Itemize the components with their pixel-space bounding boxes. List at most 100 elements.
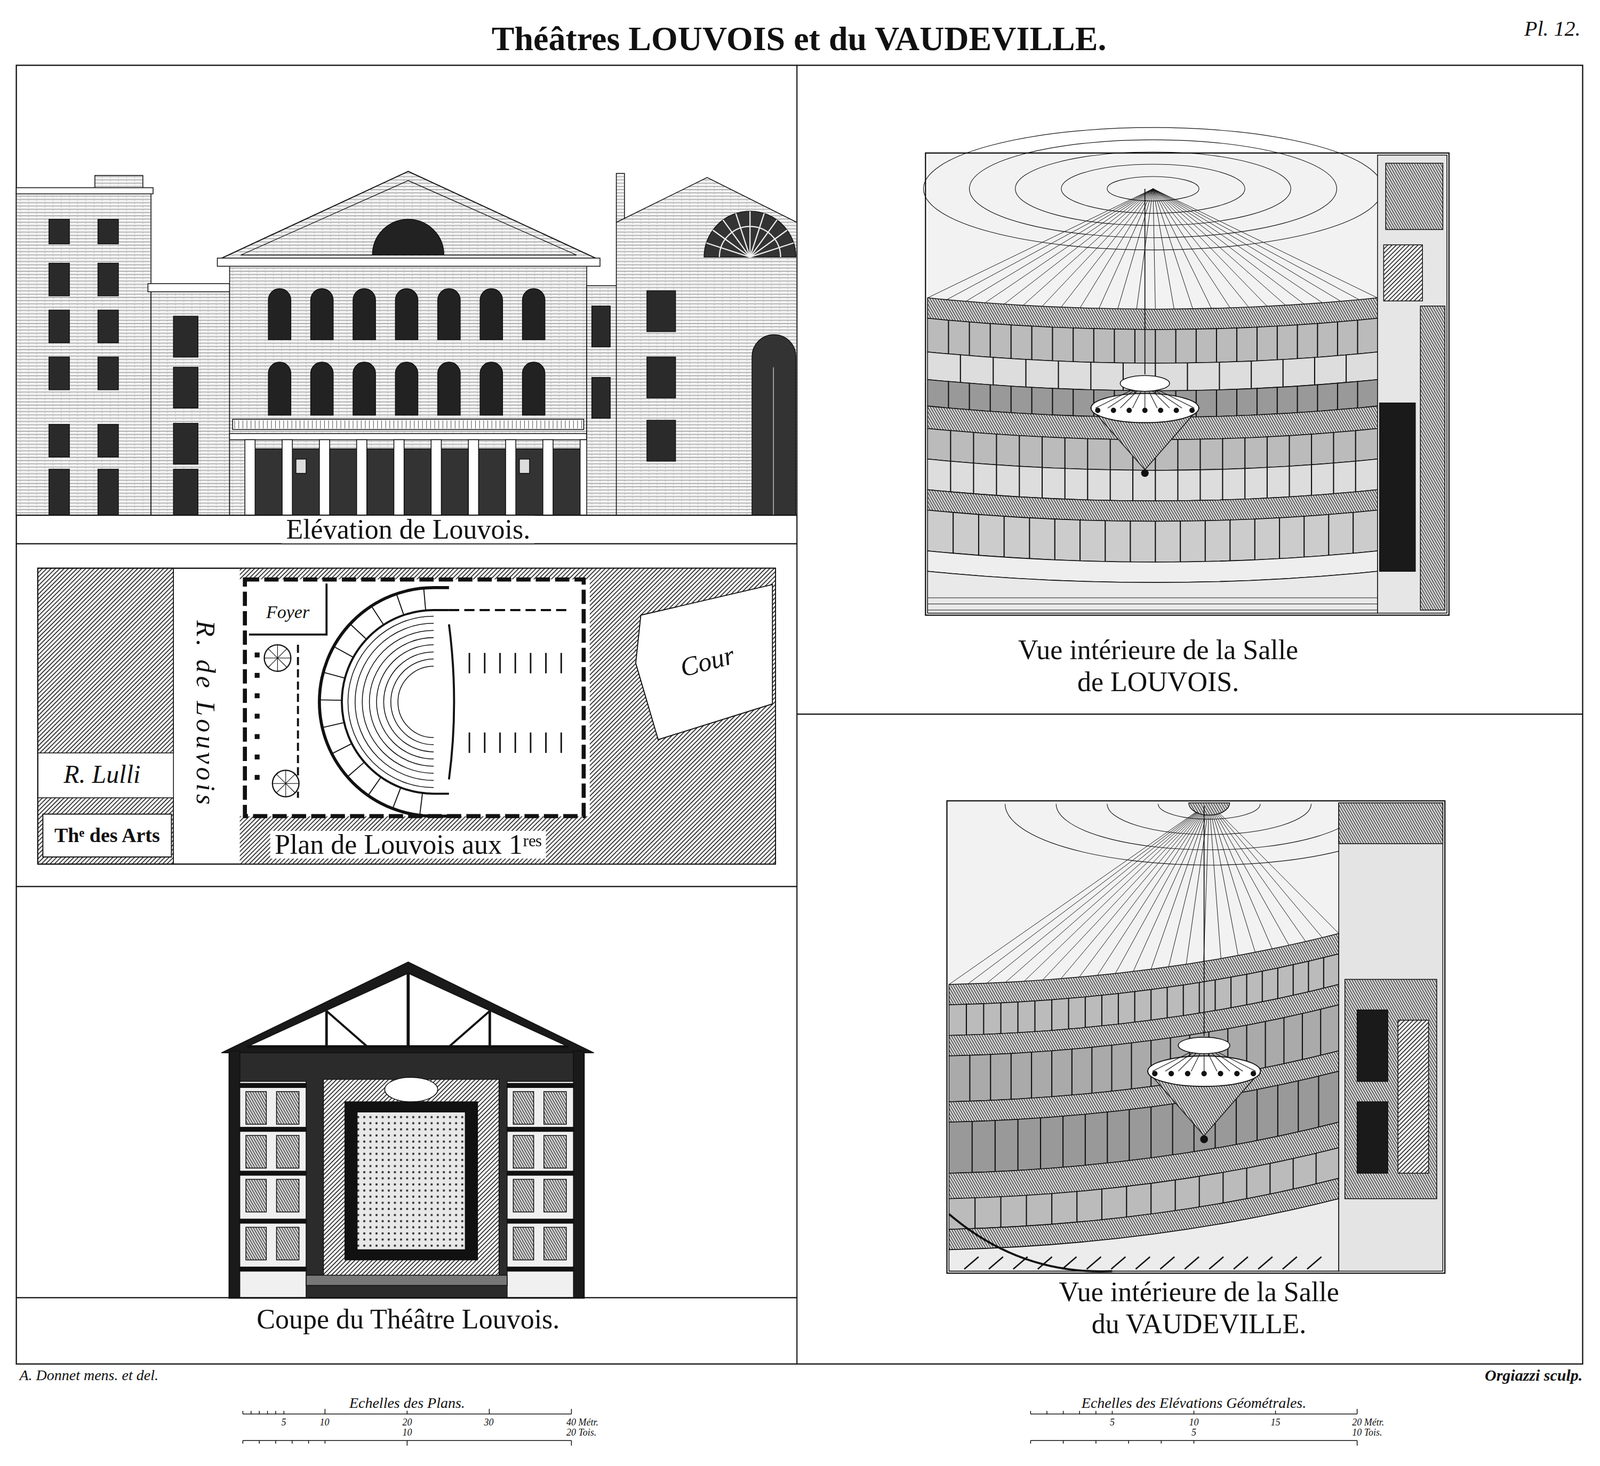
engraving-stroke — [449, 1011, 491, 1047]
engraving-stroke — [1188, 803, 1230, 816]
engraving-stroke — [489, 1409, 491, 1415]
engraving-stroke — [1107, 176, 1199, 202]
engraving-stroke — [475, 420, 476, 429]
engraving-stroke — [514, 732, 517, 754]
engraving-stroke — [1198, 982, 1200, 1013]
engraving-stroke — [1166, 987, 1168, 1019]
engraving-stroke — [336, 420, 338, 429]
engraving-stroke — [1046, 1411, 1048, 1415]
engraving-stroke — [519, 459, 530, 474]
engraving-stroke — [995, 434, 997, 465]
engraving-stroke — [1126, 408, 1132, 413]
engraving-stroke — [544, 1227, 567, 1260]
engraving-stroke — [258, 1440, 260, 1444]
engraving-stroke — [1235, 1093, 1237, 1146]
scale-number: 15 — [1269, 1417, 1282, 1428]
engraving-stroke — [423, 588, 426, 611]
engraving-stroke — [282, 440, 293, 516]
engraving-stroke — [1129, 521, 1131, 563]
engraving-stroke — [1198, 1176, 1200, 1207]
engraving-stroke — [1222, 1172, 1224, 1203]
engraving-stroke — [323, 672, 346, 679]
engraving-stroke — [1172, 1104, 1174, 1156]
engraving-stroke — [254, 673, 260, 678]
engraving-stroke — [927, 510, 1378, 563]
engraving-stroke — [487, 420, 488, 429]
engraving-stroke — [646, 290, 676, 332]
engraving-stroke — [772, 367, 774, 516]
engraving-stroke — [285, 783, 296, 794]
engraving-stroke — [352, 420, 354, 429]
engraving-stroke — [1277, 1085, 1279, 1137]
engraving-stroke — [98, 357, 119, 390]
engraving-stroke — [1153, 188, 1360, 300]
engraving-stroke — [1097, 803, 1210, 976]
engraving-stroke — [719, 226, 781, 258]
engraving-stroke — [988, 1257, 1004, 1270]
engraving-stroke — [1185, 1071, 1190, 1077]
engraving-stroke — [395, 362, 418, 415]
engraving-stroke — [406, 973, 410, 1047]
engraving-stroke — [312, 420, 313, 429]
engraving-stroke — [333, 646, 354, 658]
engraving-stroke — [254, 449, 283, 516]
engraving-stroke — [723, 219, 751, 258]
engraving-stroke — [369, 420, 370, 429]
engraving-stroke — [1229, 520, 1231, 562]
engraving-stroke — [1337, 322, 1339, 356]
engraving-stroke — [1256, 388, 1258, 415]
engraving-stroke — [1209, 803, 1323, 939]
engraving-stroke — [1034, 1001, 1036, 1032]
engraving-stroke — [1028, 517, 1030, 559]
engraving-stroke — [449, 609, 572, 612]
engraving-stroke — [1182, 985, 1184, 1016]
engraving-stroke — [1209, 803, 1272, 950]
engraving-stroke — [394, 440, 405, 516]
engraving-stroke — [1062, 1440, 1064, 1444]
engraving-stroke — [989, 385, 991, 412]
engraving-stroke — [173, 469, 198, 516]
engraving-stroke — [1214, 980, 1216, 1011]
engraving-stroke — [1153, 188, 1341, 302]
engraving-stroke — [1051, 327, 1053, 362]
engraving-stroke — [927, 571, 1378, 613]
engraving-stroke — [355, 623, 434, 781]
engraving-stroke — [1216, 328, 1218, 363]
engraving-stroke — [1218, 1071, 1223, 1077]
engraving-stroke — [560, 652, 563, 674]
engraving-stroke — [1261, 971, 1263, 1002]
engraving-stroke — [499, 420, 501, 429]
engraving-stroke — [1101, 995, 1103, 1026]
theatre-section — [16, 962, 798, 1298]
engraving-stroke — [1079, 520, 1081, 562]
engraving-stroke — [974, 1197, 976, 1229]
engraving-stroke — [1061, 164, 1245, 214]
engraving-stroke — [1042, 803, 1210, 981]
engraving-stroke — [1051, 1050, 1053, 1097]
engraving-stroke — [98, 219, 119, 244]
engraving-stroke — [397, 666, 434, 738]
engraving-stroke — [267, 1411, 269, 1415]
engraving-stroke — [1015, 152, 1292, 226]
scale-number: 20 — [401, 1417, 413, 1428]
engraving-stroke — [969, 383, 971, 411]
room-label: Foyer — [265, 602, 311, 622]
engraving-stroke — [1144, 188, 1146, 375]
engraving-stroke — [245, 1135, 267, 1168]
engraving-stroke — [515, 449, 543, 516]
engraving-stroke — [98, 469, 119, 516]
engraving-stroke — [438, 420, 439, 429]
engraving-stroke — [1297, 324, 1299, 359]
engraving-stroke — [1233, 1257, 1248, 1270]
engraving-stroke — [561, 420, 562, 429]
engraving-stroke — [1132, 470, 1134, 501]
engraving-stroke — [413, 420, 415, 429]
engraving-stroke — [322, 722, 344, 728]
engraving-stroke — [507, 1083, 574, 1088]
engraving-stroke — [927, 609, 1378, 611]
engraving-stroke — [1288, 435, 1290, 467]
engraving-stroke — [401, 420, 403, 429]
engraving-stroke — [418, 420, 419, 429]
engraving-stroke — [752, 334, 796, 516]
